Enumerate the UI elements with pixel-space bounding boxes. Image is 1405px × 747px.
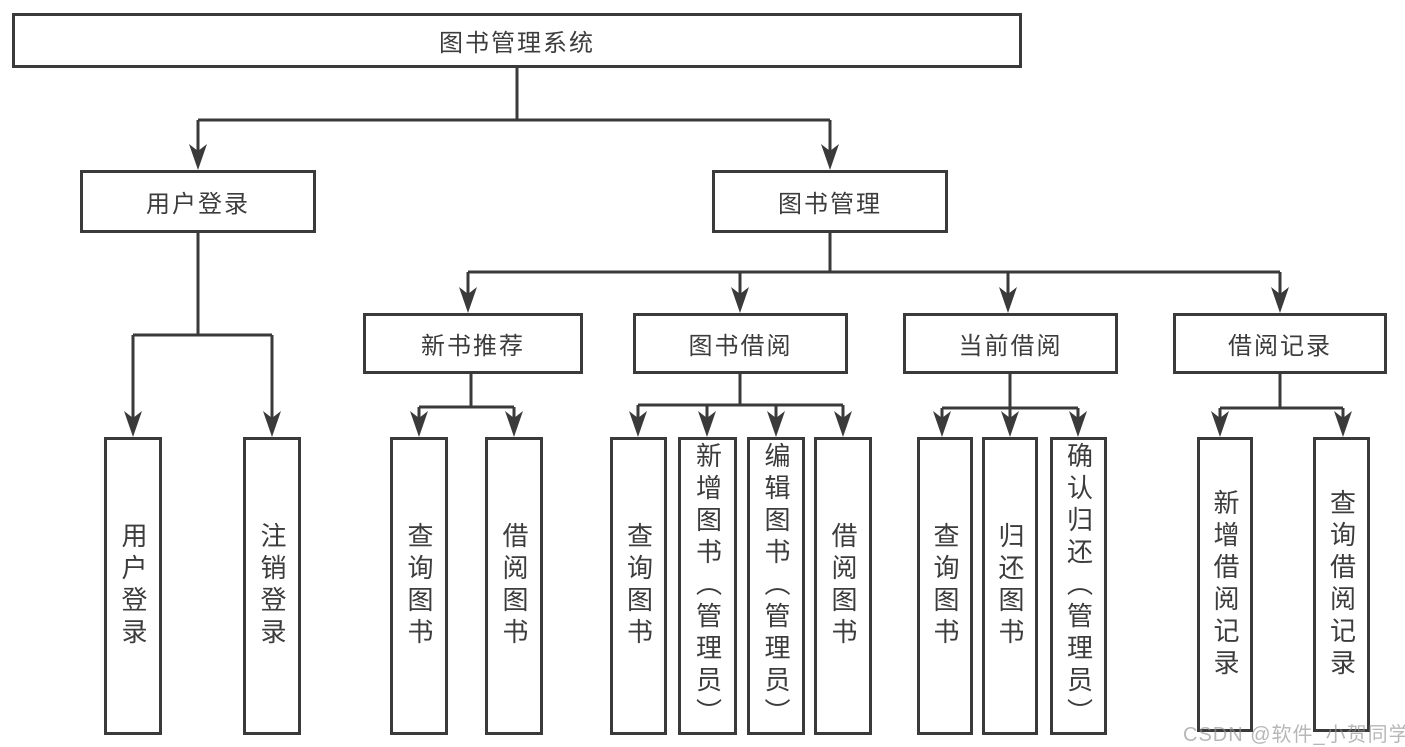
- node-label: 归还图书: [995, 522, 1025, 650]
- node-new-book-recommendation: 新书推荐: [363, 313, 583, 374]
- node-label: 注销登录: [257, 522, 287, 650]
- node-label: 编辑图书（管理员）: [761, 442, 791, 730]
- leaf-borrow-books-recommend: 借阅图书: [485, 437, 543, 735]
- leaf-borrow-books: 借阅图书: [814, 437, 872, 735]
- leaf-return-books: 归还图书: [982, 437, 1038, 735]
- leaf-query-books-borrow: 查询图书: [610, 437, 667, 735]
- node-label: 新增借阅记录: [1210, 488, 1240, 681]
- leaf-query-books-current: 查询图书: [917, 437, 973, 735]
- leaf-add-books-admin: 新增图书（管理员）: [678, 437, 737, 735]
- node-book-management: 图书管理: [712, 170, 948, 233]
- node-label: 查询图书: [623, 522, 654, 650]
- leaf-query-borrow-record: 查询借阅记录: [1313, 437, 1370, 732]
- arrowheads: [124, 144, 1352, 437]
- node-label: 查询借阅记录: [1326, 488, 1357, 681]
- node-borrowing-records: 借阅记录: [1173, 313, 1387, 374]
- node-label: 借阅图书: [499, 522, 529, 650]
- node-label: 借阅图书: [828, 522, 858, 650]
- node-label: 确认归还（管理员）: [1063, 442, 1094, 730]
- leaf-confirm-return-admin: 确认归还（管理员）: [1050, 437, 1107, 735]
- node-label: 查询图书: [930, 522, 960, 650]
- node-book-borrowing: 图书借阅: [633, 313, 848, 374]
- watermark: CSDN @软件_小贺同学: [1183, 724, 1405, 746]
- leaf-edit-books-admin: 编辑图书（管理员）: [747, 437, 805, 735]
- node-user-login: 用户登录: [80, 170, 316, 233]
- leaf-logout: 注销登录: [243, 437, 301, 735]
- node-current-borrowing: 当前借阅: [903, 313, 1118, 374]
- node-root: 图书管理系统: [12, 13, 1022, 68]
- node-label: 用户登录: [118, 522, 148, 650]
- node-label: 新增图书（管理员）: [692, 442, 723, 730]
- leaf-add-borrow-record: 新增借阅记录: [1197, 437, 1253, 732]
- node-label: 查询图书: [404, 522, 434, 650]
- leaf-query-books-recommend: 查询图书: [390, 437, 448, 735]
- leaf-user-login: 用户登录: [104, 437, 162, 735]
